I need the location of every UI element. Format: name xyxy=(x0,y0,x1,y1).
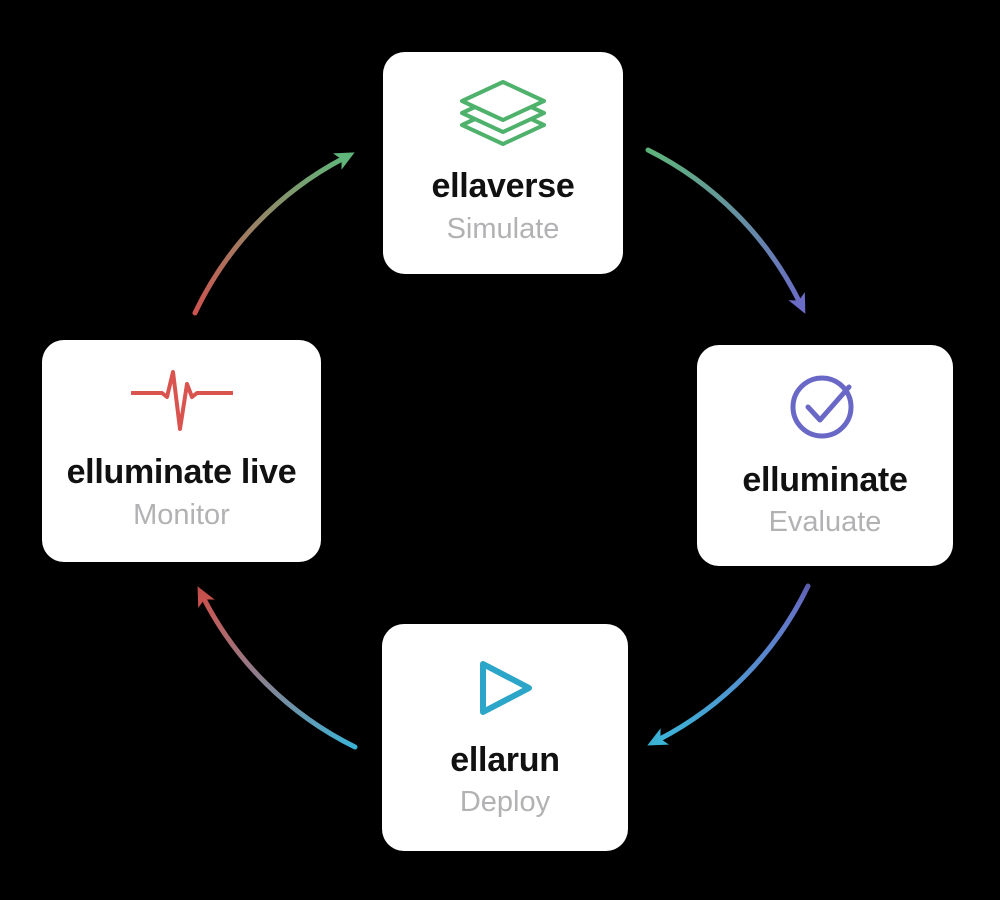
node-title: elluminate xyxy=(742,460,908,499)
node-title: ellaverse xyxy=(431,167,575,206)
node-title: elluminate live xyxy=(66,453,297,492)
node-subtitle: Simulate xyxy=(446,212,560,245)
arrow-simulate-to-evaluate xyxy=(645,147,806,314)
arrow-monitor-to-simulate xyxy=(192,152,355,316)
node-ellarun: ellarun Deploy xyxy=(382,624,628,851)
pulse-icon xyxy=(130,370,233,432)
arrow-evaluate-to-deploy xyxy=(647,583,811,746)
node-subtitle: Monitor xyxy=(133,498,230,531)
node-title: ellarun xyxy=(450,740,560,779)
check-circle-icon xyxy=(790,375,854,439)
node-ellaverse: ellaverse Simulate xyxy=(383,52,623,274)
node-elluminate: elluminate Evaluate xyxy=(697,345,953,566)
arrow-deploy-to-monitor xyxy=(197,586,358,750)
play-icon xyxy=(480,660,532,715)
layers-icon xyxy=(460,80,546,147)
node-subtitle: Evaluate xyxy=(768,506,882,539)
node-subtitle: Deploy xyxy=(459,786,551,819)
node-elluminate-live: elluminate live Monitor xyxy=(42,340,321,562)
